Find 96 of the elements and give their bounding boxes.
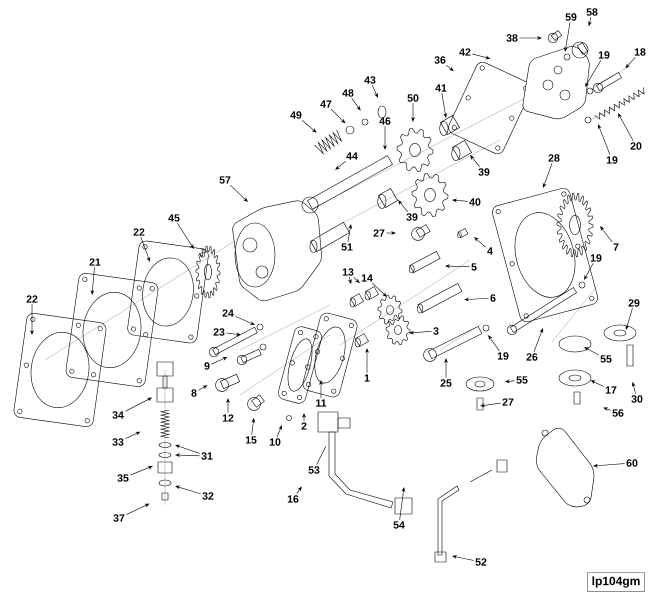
leader-arrow (585, 60, 602, 87)
callout-number: 25 (440, 379, 452, 387)
leader-arrow (130, 466, 153, 476)
callout-number: 55 (516, 376, 528, 384)
callout-number: 5 (471, 263, 477, 271)
callout-number: 2 (301, 422, 306, 430)
callout-number: 48 (342, 89, 354, 97)
callout-number: 21 (90, 258, 101, 266)
callout-number: 32 (202, 492, 214, 500)
callout-number: 1 (364, 374, 370, 382)
callout-number: 26 (526, 353, 538, 361)
callout-number: 14 (362, 274, 373, 282)
callout-number: 24 (222, 309, 234, 317)
callout-number: 8 (191, 389, 197, 397)
leader-arrow (211, 357, 228, 364)
callout-number: 47 (320, 100, 332, 108)
leader-arrow (534, 328, 544, 352)
leader-arrow (177, 222, 194, 249)
callout-number: 10 (270, 438, 280, 446)
callout-number: 19 (606, 156, 618, 164)
leader-arrow (175, 486, 201, 494)
callout-number: 44 (346, 152, 358, 160)
callout-number: 39 (478, 168, 490, 176)
callout-number: 37 (113, 514, 124, 522)
callout-number: 39 (406, 213, 418, 221)
callout-number: 52 (476, 558, 486, 566)
leader-arrow (470, 155, 480, 168)
leader-arrow (175, 444, 200, 454)
callout-number: 29 (628, 299, 640, 307)
callout-number: 56 (612, 409, 624, 417)
callout-number: 23 (214, 328, 224, 336)
callout-number: 31 (201, 452, 213, 460)
leader-arrow (276, 425, 282, 438)
callout-number: 36 (434, 56, 446, 64)
callout-number: 35 (117, 474, 129, 482)
callout-number: 38 (506, 34, 518, 42)
callout-number: 27 (502, 398, 514, 406)
leader-arrow (140, 236, 150, 262)
callout-number: 30 (631, 395, 642, 403)
callout-number: 22 (26, 295, 38, 303)
callout-number: 58 (586, 8, 598, 16)
callout-number: 45 (168, 214, 180, 222)
leader-arrow (584, 262, 594, 280)
leader-arrow (584, 347, 599, 356)
callout-number: 16 (288, 495, 298, 503)
callout-number: 7 (614, 243, 618, 251)
callout-number: 51 (342, 243, 353, 251)
callout-number: 42 (459, 48, 470, 56)
callout-number: 41 (435, 84, 447, 92)
callout-number: 55 (600, 355, 612, 363)
callout-number: 22 (134, 228, 144, 236)
callout-number: 27 (374, 229, 384, 237)
callout-number: 28 (548, 154, 560, 162)
callout-number: 20 (630, 142, 642, 150)
callout-number: 6 (490, 294, 496, 302)
callout-number: 19 (598, 51, 610, 59)
leader-arrow (600, 226, 612, 242)
callout-number: 15 (246, 436, 257, 444)
leader-arrow (474, 237, 486, 248)
leader-arrow (603, 407, 611, 412)
callout-number: 18 (634, 48, 646, 56)
callout-number: 49 (290, 111, 302, 119)
callout-number: 57 (220, 176, 230, 184)
leader-arrow (590, 380, 604, 387)
leader-line (316, 446, 326, 466)
callout-number: 9 (204, 362, 210, 370)
leader-arrow (125, 432, 140, 439)
callout-number: 11 (316, 399, 326, 407)
callout-number: 53 (308, 466, 320, 474)
leader-arrow (598, 124, 610, 156)
leader-arrow (542, 162, 552, 188)
callout-number: 4 (487, 247, 493, 255)
leader-arrow (330, 108, 346, 124)
callout-number: 54 (394, 521, 405, 529)
drawing-code-box: lp104gm (587, 572, 645, 592)
callout-number: 33 (112, 438, 124, 446)
callout-number: 34 (112, 411, 124, 419)
leader-arrow (618, 113, 634, 142)
callout-number: 46 (379, 117, 390, 125)
callout-number: 17 (606, 386, 616, 394)
leader-arrow (488, 335, 500, 352)
leader-arrow (335, 160, 346, 170)
callout-number: 50 (408, 94, 418, 102)
callout-number: 19 (498, 352, 508, 360)
leader-arrow (372, 282, 387, 297)
callout-number: 3 (433, 327, 439, 335)
leader-arrow (398, 200, 408, 212)
leader-arrow (230, 184, 248, 202)
callout-number: 12 (222, 414, 234, 422)
callout-number: 13 (342, 268, 354, 276)
callout-number: 60 (626, 459, 638, 467)
callout-number: 19 (590, 254, 602, 262)
callout-number: 43 (364, 76, 376, 84)
callout-number: 59 (566, 13, 576, 21)
leader-arrow (235, 316, 255, 325)
callout-number: 40 (469, 198, 480, 206)
